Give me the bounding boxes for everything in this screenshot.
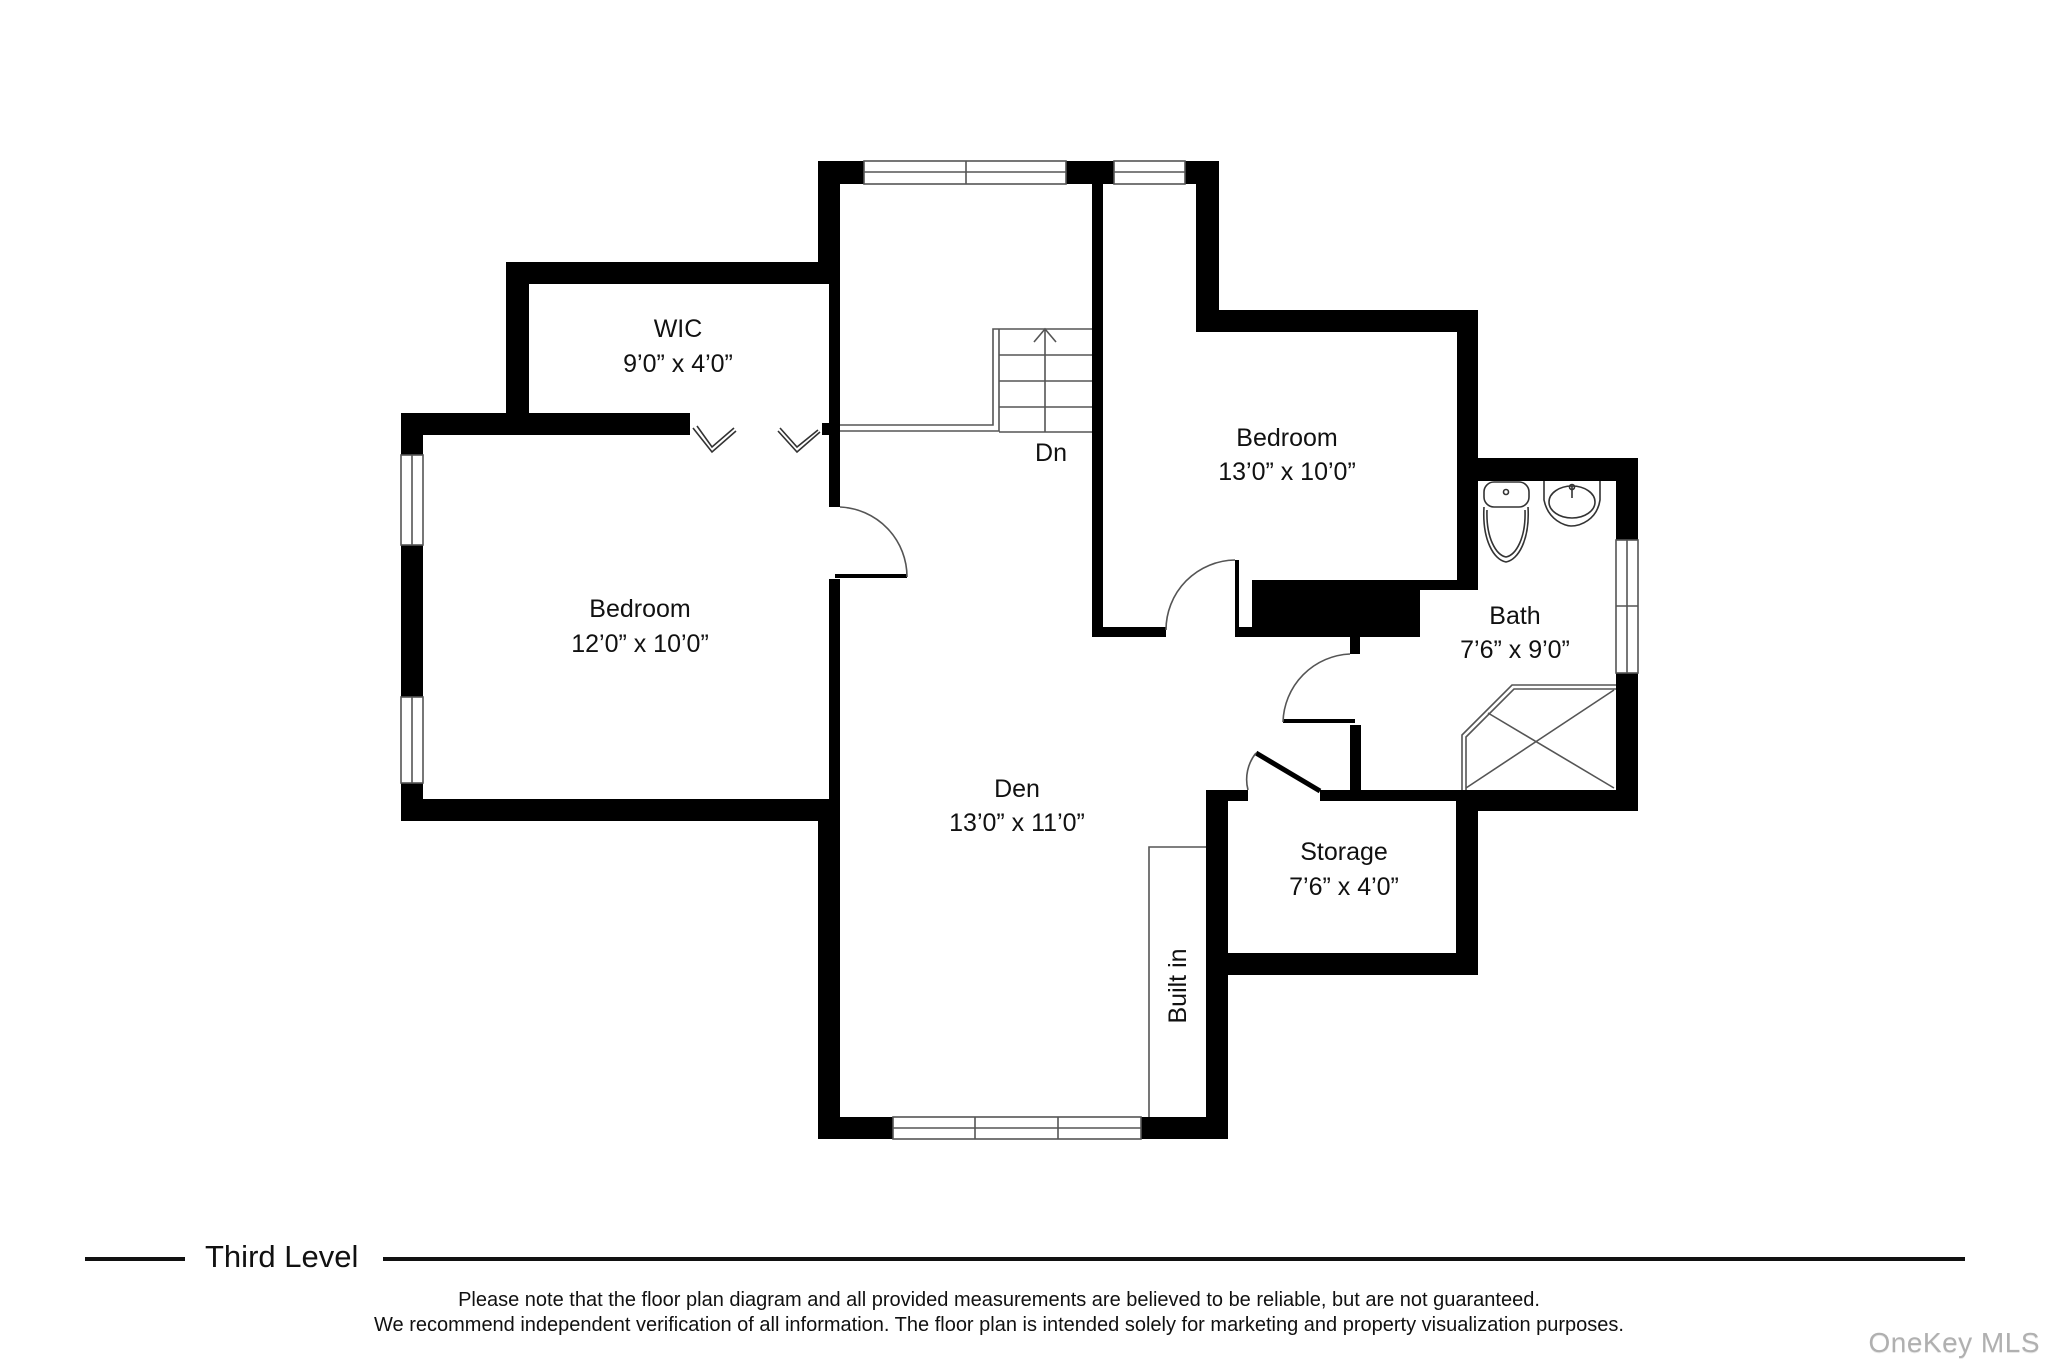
disclaimer-line-1: Please note that the floor plan diagram … [458, 1289, 1540, 1311]
built-in-label: Built in [1164, 948, 1192, 1023]
walls [401, 161, 1638, 1139]
sink-icon [1543, 481, 1601, 527]
room-dims-storage: 7’6” x 4’0” [1289, 873, 1399, 901]
level-title: Third Level [205, 1239, 359, 1274]
watermark-logo: OneKey MLS [1868, 1327, 2040, 1358]
doors [692, 425, 1351, 794]
room-dims-wic: 9’0” x 4’0” [623, 350, 733, 378]
bifold-door-left [692, 427, 737, 454]
room-dims-bath: 7’6” x 9’0” [1460, 636, 1570, 664]
door-swing-bedroom-right [1165, 559, 1236, 631]
bifold-door-right [777, 430, 821, 454]
windows [400, 160, 1639, 1140]
room-labels: WIC 9’0” x 4’0” Bedroom 12’0” x 10’0” Be… [571, 315, 1570, 1024]
room-dims-bedroom-right: 13’0” x 10’0” [1218, 458, 1356, 486]
door-leaf-storage [1254, 750, 1322, 794]
room-dims-bedroom-left: 12’0” x 10’0” [571, 630, 709, 658]
disclaimer-line-2: We recommend independent verification of… [374, 1314, 1624, 1336]
level-divider-left [85, 1257, 185, 1261]
room-name-bedroom-left: Bedroom [589, 595, 690, 623]
room-name-bedroom-right: Bedroom [1236, 424, 1337, 452]
built-in-cabinet [1148, 846, 1206, 1117]
shower-icon [1461, 684, 1616, 790]
door-swing-bath [1282, 653, 1351, 723]
stairs-icon [840, 327, 1092, 433]
room-name-wic: WIC [654, 315, 703, 343]
level-divider-right [383, 1257, 1965, 1261]
room-name-den: Den [994, 775, 1040, 803]
toilet-icon [1483, 481, 1530, 563]
door-swing-bedroom-left [839, 506, 908, 578]
room-dims-den: 13’0” x 11’0” [949, 809, 1085, 837]
stairs-down-label: Dn [1035, 439, 1067, 467]
room-name-storage: Storage [1300, 838, 1388, 866]
door-swing-storage [1245, 752, 1257, 791]
room-name-bath: Bath [1489, 602, 1540, 630]
